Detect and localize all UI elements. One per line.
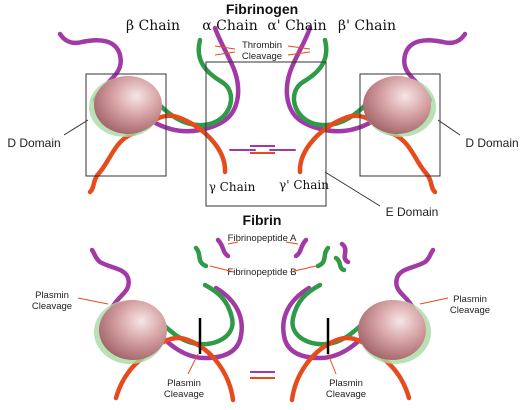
plasmin-leader-right-inner <box>327 353 337 375</box>
fibrin-green-strand-left <box>157 282 235 347</box>
d-domain-nodule-left-body <box>94 76 162 134</box>
fibrinopeptide-a-label: Fibrinopeptide A <box>228 233 297 244</box>
fibrin-red-strand-right <box>289 335 412 403</box>
fibrinopeptide-b-label: Fibrinopeptide B <box>227 267 296 278</box>
gamma-chain-label: γ Chain <box>209 180 256 194</box>
fibrinopeptide-b-right <box>315 245 331 269</box>
fibrin-molecule: Fibrin Fibrinopeptide A Fibrinopeptide B <box>32 212 490 403</box>
fibrinopeptides <box>193 237 351 273</box>
fibrin-d-nodule-left <box>99 300 167 360</box>
fibrin-left-chains <box>89 247 244 403</box>
fibrin-d-nodule-right <box>358 300 426 360</box>
d-domain-leader-right <box>437 119 461 136</box>
d-domain-label-right: D Domain <box>465 136 518 150</box>
fibrinopeptide-b-leader-1 <box>209 265 235 273</box>
fibrinogen-title: Fibrinogen <box>226 1 298 17</box>
beta-prime-chain-label: β' Chain <box>338 18 396 34</box>
thrombin-cleavage-label: Cleavage <box>242 51 282 62</box>
alpha-chain-label: α Chain <box>202 18 257 34</box>
plasmin-label-right-inner-1: Plasmin <box>329 378 363 389</box>
fibrin-green-strand-right <box>290 282 368 347</box>
fibrin-red-strand-left <box>113 335 236 403</box>
thrombin-cleavage-line-4 <box>287 51 311 56</box>
beta-chain-strand <box>57 31 124 103</box>
plasmin-label-left-inner-1: Plasmin <box>167 378 201 389</box>
d-domain-box-left <box>85 73 167 177</box>
alpha-prime-chain-label: α' Chain <box>267 18 326 34</box>
plasmin-label-right-inner-2: Cleavage <box>326 389 366 400</box>
fibrinopeptide-extra-left <box>339 241 351 265</box>
e-domain-leader <box>324 171 381 207</box>
beta-prime-chain-strand <box>401 31 468 103</box>
fibrinopeptide-extra-right <box>333 255 347 273</box>
thrombin-label: Thrombin <box>242 40 282 51</box>
d-domain-nodule-right-body <box>363 76 431 134</box>
beta-chain-label: β Chain <box>126 18 180 34</box>
fibrinopeptide-b-left <box>193 245 209 269</box>
fibrinogen-molecule: Fibrinogen β Chain α Chain α' Chain β' C… <box>7 1 518 219</box>
thrombin-cleavage-line-1 <box>214 45 236 50</box>
plasmin-leader-left-inner <box>187 353 199 375</box>
e-domain-label: E Domain <box>386 205 439 219</box>
plasmin-label-right-outer-2: Cleavage <box>450 305 490 316</box>
plasmin-label-left-inner-2: Cleavage <box>164 389 204 400</box>
thrombin-cleavage-line-3 <box>287 45 311 50</box>
alpha-prime-chain-strand <box>284 25 398 134</box>
fibrinopeptide-b-leader-2 <box>289 265 317 273</box>
fibrinopeptide-a-leader-1 <box>227 241 239 245</box>
e-domain-box <box>205 61 327 207</box>
plasmin-leader-right-outer <box>419 297 449 305</box>
gamma-prime-chain-label: γ' Chain <box>279 178 329 192</box>
fibrin-alpha-strand-right <box>281 285 368 361</box>
fibrin-right-chains <box>281 247 436 403</box>
fibrinopeptide-a-right <box>293 237 309 259</box>
plasmin-label-left-outer-1: Plasmin <box>35 290 69 301</box>
d-domain-label-left: D Domain <box>7 136 60 150</box>
fibrin-alpha-strand-left <box>157 285 244 361</box>
fibrin-beta-strand-right <box>394 247 436 311</box>
thrombin-cleavage-line-2 <box>214 51 236 56</box>
alpha-chain-strand <box>127 25 241 134</box>
d-domain-box-right <box>359 73 441 177</box>
plasmin-label-left-outer-2: Cleavage <box>32 301 72 312</box>
fibrinopeptide-a-leader-2 <box>285 241 299 245</box>
fibrin-title: Fibrin <box>243 212 282 228</box>
plasmin-leader-left-outer <box>77 297 109 305</box>
fibrin-beta-strand-left <box>89 247 131 311</box>
plasmin-label-right-outer-1: Plasmin <box>453 294 487 305</box>
d-domain-leader-left <box>63 119 89 136</box>
fibrinopeptide-a-left <box>215 237 231 259</box>
